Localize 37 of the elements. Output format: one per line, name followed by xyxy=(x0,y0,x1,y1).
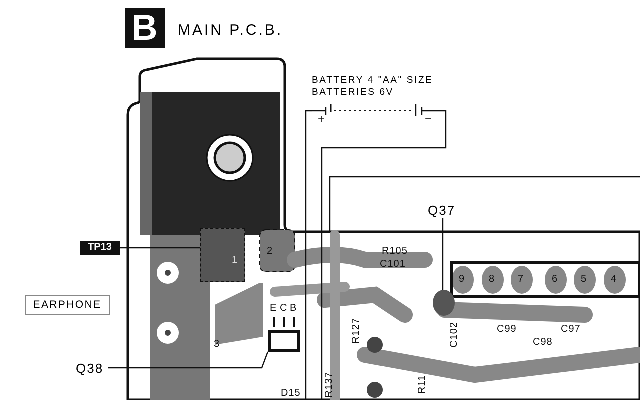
section-letter: B xyxy=(125,8,165,48)
polarity-mark: − xyxy=(425,113,433,125)
component-label: C102 xyxy=(450,322,460,348)
pin-number: 3 xyxy=(214,340,220,350)
part-reference: Q38 xyxy=(76,361,108,376)
pin-label: E xyxy=(270,304,278,314)
component-label: R11 xyxy=(418,375,428,394)
pin-number: 1 xyxy=(232,256,238,266)
pin-number: 6 xyxy=(552,275,558,285)
component-label: C99 xyxy=(497,325,517,335)
polarity-mark: + xyxy=(318,113,326,125)
pin-number: 5 xyxy=(581,275,588,285)
component-label: C97 xyxy=(561,325,581,335)
leader-line xyxy=(442,218,444,290)
pin-label: C xyxy=(280,304,288,314)
leader-line xyxy=(108,352,269,369)
component-label: R137 xyxy=(325,372,335,398)
solder-pad xyxy=(200,228,245,282)
pin-number: 7 xyxy=(518,275,524,285)
component-label: R127 xyxy=(352,318,362,344)
component-label: C101 xyxy=(380,260,406,270)
test-point-tag: TP13 xyxy=(80,241,120,255)
pin-number: 9 xyxy=(459,275,466,285)
wire xyxy=(321,110,447,400)
jack-label: EARPHONE xyxy=(25,295,110,315)
transistor-outline xyxy=(268,330,300,352)
title: MAIN P.C.B. xyxy=(178,22,284,39)
pin-number: 8 xyxy=(489,275,496,285)
pin-number: 4 xyxy=(611,275,618,285)
pin-number: 2 xyxy=(267,247,274,257)
component-label: C98 xyxy=(533,338,553,348)
part-reference: Q37 xyxy=(428,203,458,218)
wire xyxy=(305,110,312,400)
component-label: R105 xyxy=(382,247,408,257)
pin-label: B xyxy=(290,304,298,314)
leader-line xyxy=(120,247,200,249)
component-label: D15 xyxy=(281,389,301,399)
